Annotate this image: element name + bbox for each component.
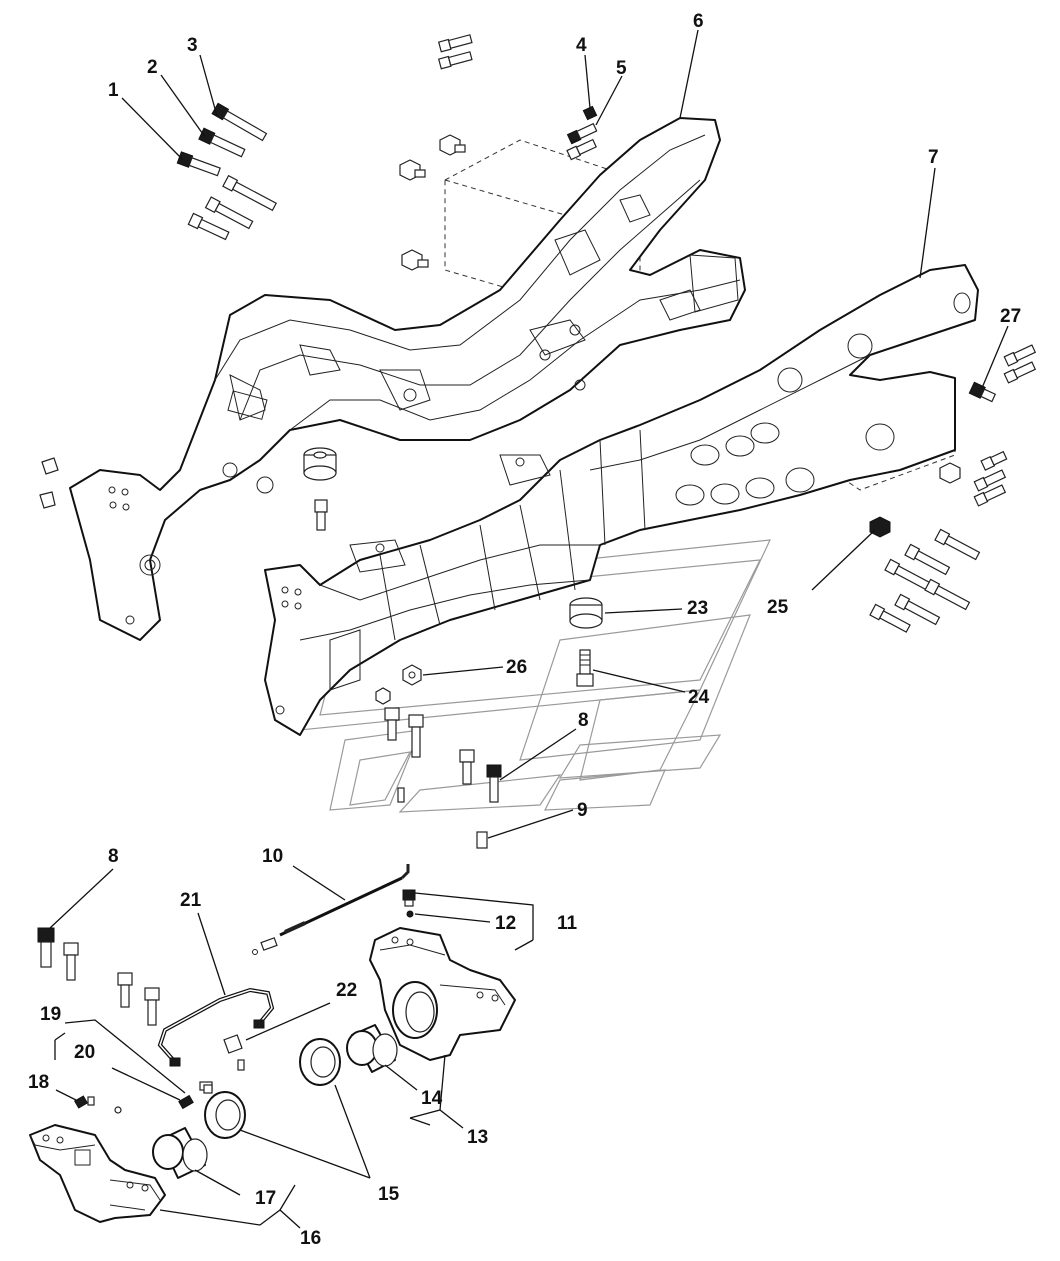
callout-18: 18 (28, 1072, 49, 1093)
callout-10: 10 (262, 846, 283, 867)
pin-5 (566, 122, 598, 145)
axle-support-16 (29, 1124, 166, 1223)
center-spacer (303, 447, 337, 531)
callout-2: 2 (147, 57, 158, 78)
bolt-25 (869, 516, 891, 538)
callout-14: 14 (421, 1088, 443, 1109)
bolt-24 (576, 649, 594, 687)
bolt-3 (211, 102, 268, 142)
small-fittings (73, 1084, 213, 1114)
callout-12: 12 (495, 913, 516, 934)
hose-21 (157, 987, 275, 1067)
callout-26: 26 (506, 657, 527, 678)
callout-19: 19 (40, 1004, 61, 1025)
callout-9: 9 (577, 800, 588, 821)
callout-labels: 1 2 3 4 5 6 7 27 25 23 24 26 8 9 8 10 21… (28, 11, 1021, 1249)
rod-10 (252, 864, 410, 955)
callout-25: 25 (767, 597, 789, 618)
callout-4: 4 (576, 35, 587, 56)
bolt-1 (176, 151, 221, 177)
bolt-8-lower (37, 927, 55, 968)
callout-1: 1 (108, 80, 119, 101)
washers-15 (204, 1038, 341, 1139)
nut-26 (402, 664, 422, 686)
fitting-22 (199, 1034, 245, 1091)
bolt-27 (968, 381, 997, 403)
pin-4 (582, 105, 598, 121)
callout-11: 11 (557, 913, 578, 934)
bolt-2 (198, 127, 246, 158)
callout-5: 5 (616, 58, 627, 79)
callout-21: 21 (180, 890, 202, 911)
bushing-17 (152, 1127, 208, 1179)
callout-16: 16 (300, 1228, 321, 1249)
callout-27: 27 (1000, 306, 1021, 327)
callout-3: 3 (187, 35, 198, 56)
callout-8-top: 8 (578, 710, 589, 731)
bolt-8-top (486, 764, 502, 803)
bolts-group-lower-center (375, 687, 502, 849)
fitting-11-12 (402, 889, 416, 918)
caps-left (39, 457, 59, 509)
callout-23: 23 (687, 598, 708, 619)
right-frame-rail (264, 264, 979, 736)
bolts-group-top-center (399, 34, 598, 271)
leader-lines (49, 29, 1009, 1229)
callout-22: 22 (336, 980, 357, 1001)
left-frame-rail (69, 117, 746, 641)
callout-8-lower: 8 (108, 846, 119, 867)
callout-24: 24 (688, 687, 710, 708)
callout-20: 20 (74, 1042, 95, 1063)
callout-6: 6 (693, 11, 704, 32)
bolts-group-right (869, 344, 1037, 633)
bushing-14 (346, 1024, 398, 1073)
callout-7: 7 (928, 147, 939, 168)
callout-17: 17 (255, 1188, 276, 1209)
bolts-group-lower-left (37, 927, 160, 1026)
callout-15: 15 (378, 1184, 400, 1205)
axle-support-13 (369, 927, 516, 1061)
bolts-group-top-left (176, 102, 277, 241)
spacer-23 (569, 597, 603, 629)
callout-13: 13 (467, 1127, 488, 1148)
